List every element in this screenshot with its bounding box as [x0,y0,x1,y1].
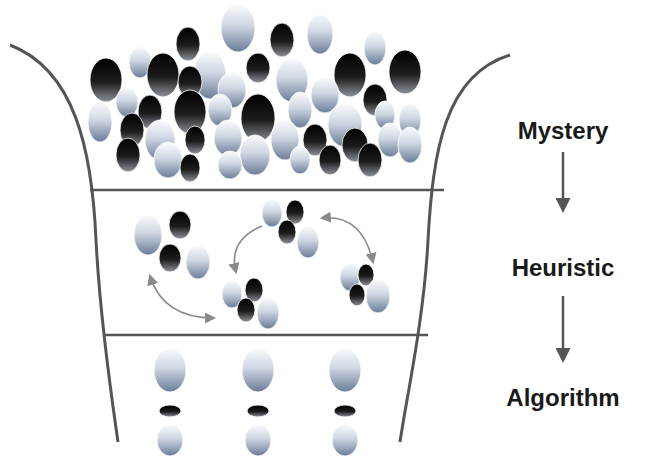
element-blob [159,405,181,417]
element-blob [169,211,191,239]
element-blob [257,297,279,329]
element-blob [147,53,179,97]
element-blob [334,405,356,417]
element-blob [237,298,255,322]
element-blob [154,142,182,178]
element-blob [214,120,242,156]
cycle-arrow [234,226,262,272]
element-blob [246,53,270,83]
element-blob [154,348,186,392]
element-blob [290,146,310,174]
element-blob [159,244,181,272]
element-blob [366,279,390,313]
element-blob [358,143,382,177]
element-blob [240,135,270,175]
stage-divider [90,189,444,192]
element-blob [242,348,274,392]
element-blob [332,424,358,456]
stage-label: Algorithm [506,385,619,411]
element-blob [176,27,200,61]
element-blob [186,245,210,279]
element-blob [319,145,341,175]
element-blob [116,138,140,172]
element-blob [398,127,422,163]
stage-label: Heuristic [512,255,615,281]
stage-arrow [562,152,565,210]
element-blob [262,199,282,227]
element-blob [88,102,112,142]
cycle-arrow [322,218,373,262]
element-blob [180,154,200,182]
element-blob [364,31,386,65]
funnel-wall [10,45,118,442]
cycle-arrows [150,218,373,318]
funnel-wall [400,55,510,442]
element-blob [185,126,205,154]
element-blob [270,23,294,57]
element-blob [297,226,319,258]
element-blob [116,87,138,117]
element-blob [329,348,361,392]
stage-divider [104,334,428,337]
element-blob [349,284,365,306]
element-blob [245,424,271,456]
stage-arrow [562,296,565,360]
stage-label: Mystery [518,118,609,144]
element-blob [241,94,275,142]
element-blob [278,220,296,244]
element-blob [134,215,162,255]
cycle-arrow [150,276,214,318]
element-blob [389,50,421,94]
element-blob [307,14,333,54]
element-blob [157,424,183,456]
element-blob [221,4,255,52]
element-blob [218,151,242,179]
element-blob [247,405,269,417]
funnel-walls [10,45,510,442]
